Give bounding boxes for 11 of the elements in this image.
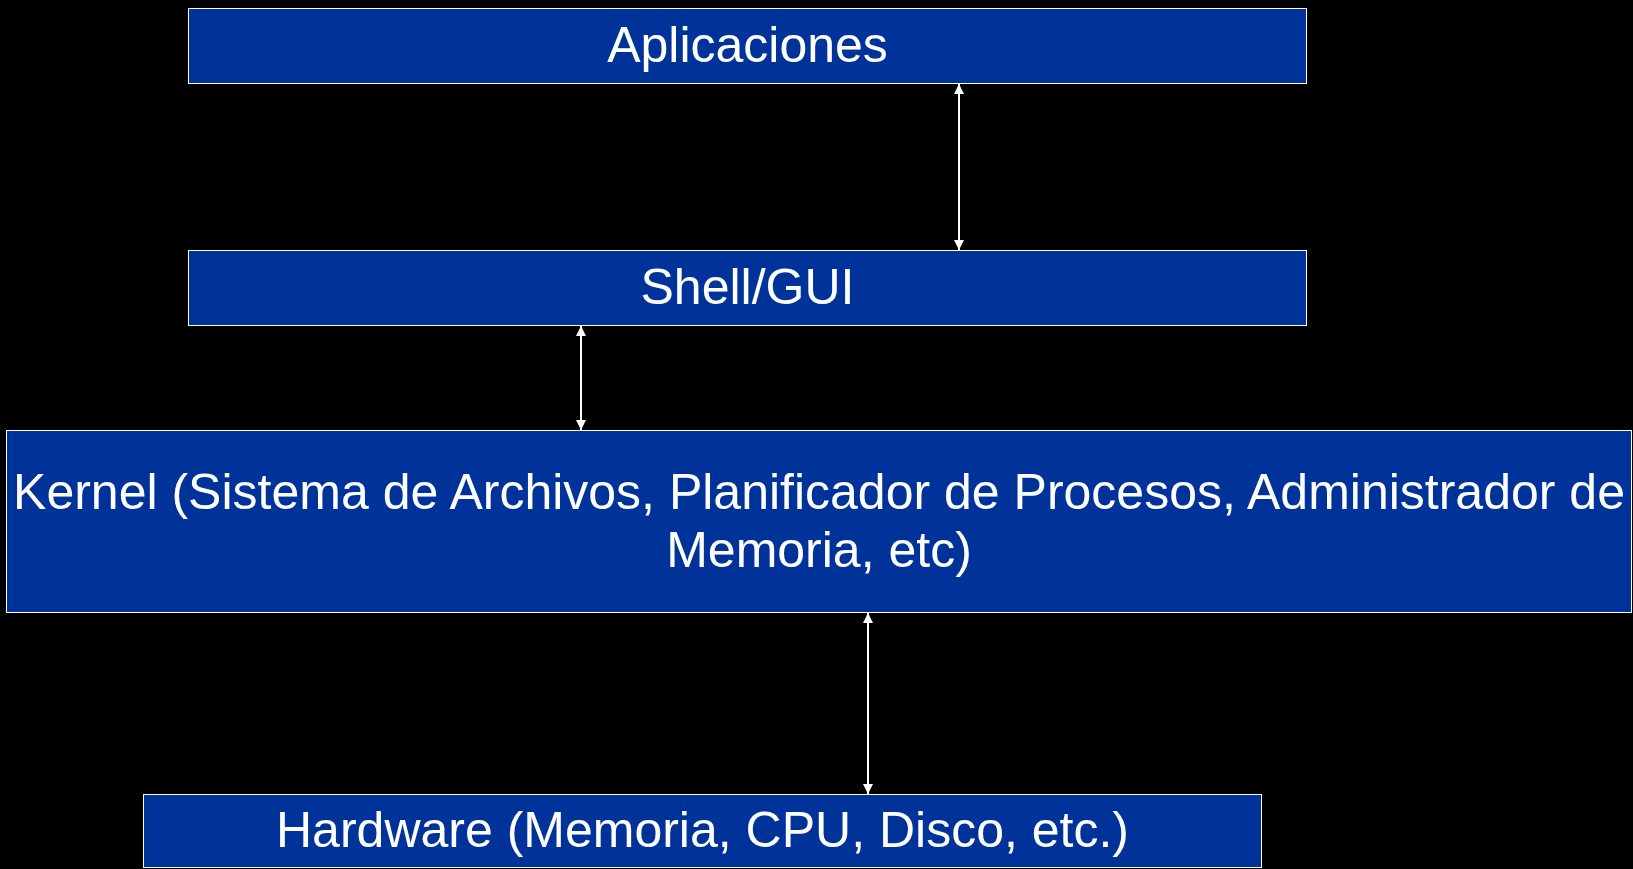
layer-box (188, 250, 1307, 326)
layer-label: Aplicaciones (607, 17, 888, 75)
double-arrow (954, 83, 964, 251)
double-arrow (863, 612, 873, 795)
layer-box (6, 430, 1632, 613)
layer-box (143, 794, 1262, 868)
layer-label: Kernel (Sistema de Archivos, Planificador de Procesos, Administrador de Memoria, etc) (12, 464, 1626, 579)
double-arrow (576, 325, 586, 431)
layer-box (188, 8, 1307, 84)
layer-label: Shell/GUI (640, 259, 855, 317)
layer-label: Hardware (Memoria, CPU, Disco, etc.) (276, 802, 1129, 860)
